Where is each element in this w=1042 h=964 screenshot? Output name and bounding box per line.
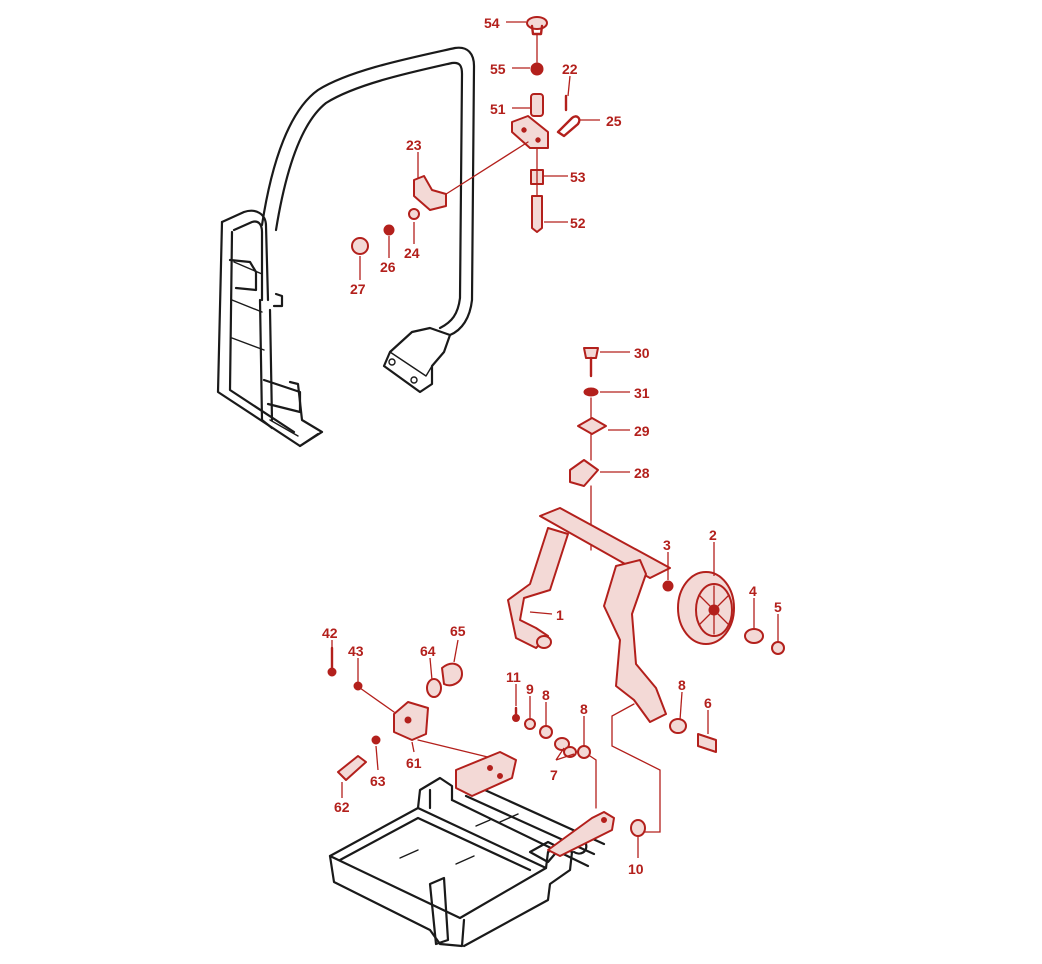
- callout-10: 10: [628, 861, 644, 877]
- mount-bracket-assembly: [327, 646, 615, 857]
- callout-28: 28: [634, 465, 650, 481]
- callout-43: 43: [348, 643, 364, 659]
- callout-31: 31: [634, 385, 650, 401]
- callout-29: 29: [634, 423, 650, 439]
- callout-9: 9: [526, 681, 534, 697]
- seat-base-platform: [328, 776, 606, 948]
- callout-3: 3: [663, 537, 671, 553]
- callout-24: 24: [404, 245, 420, 261]
- callout-25: 25: [606, 113, 622, 129]
- callout-55: 55: [490, 61, 506, 77]
- callout-54: 54: [484, 15, 500, 31]
- callout-8-a: 8: [542, 687, 550, 703]
- roll-bar-frame: [216, 46, 476, 448]
- callout-23: 23: [406, 137, 422, 153]
- callout-labels: 54 55 22 51 25 23 53 52 24 26 27 30 31 2…: [322, 15, 782, 877]
- callout-27: 27: [350, 281, 366, 297]
- callout-51: 51: [490, 101, 506, 117]
- callout-52: 52: [570, 215, 586, 231]
- callout-7: 7: [550, 767, 558, 783]
- callout-8-b: 8: [580, 701, 588, 717]
- callout-11: 11: [506, 669, 521, 685]
- callout-2: 2: [709, 527, 717, 543]
- callout-26: 26: [380, 259, 396, 275]
- callout-42: 42: [322, 625, 338, 641]
- callout-64: 64: [420, 643, 436, 659]
- callout-63: 63: [370, 773, 386, 789]
- callout-62: 62: [334, 799, 350, 815]
- callout-1: 1: [556, 607, 564, 623]
- callout-6: 6: [704, 695, 712, 711]
- callout-22: 22: [562, 61, 578, 77]
- callout-30: 30: [634, 345, 650, 361]
- callout-4: 4: [749, 583, 757, 599]
- callout-53: 53: [570, 169, 586, 185]
- callout-leaders: [331, 21, 779, 858]
- callout-65: 65: [450, 623, 466, 639]
- callout-5: 5: [774, 599, 782, 615]
- callout-8-c: 8: [678, 677, 686, 693]
- latch-assembly: [351, 16, 581, 255]
- callout-61: 61: [406, 755, 422, 771]
- seat-lever-assembly: [507, 347, 785, 837]
